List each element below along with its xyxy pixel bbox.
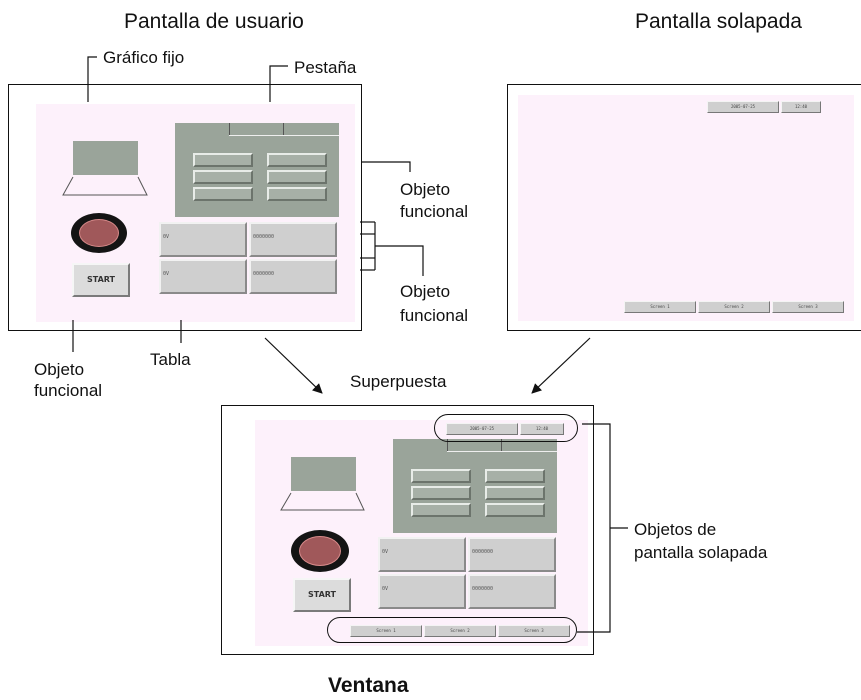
- time-display: 12:40: [520, 423, 564, 435]
- time-display: 12:40: [781, 101, 821, 113]
- start-button[interactable]: START: [72, 263, 130, 297]
- superposed-label: Superpuesta: [350, 372, 447, 391]
- user-screen-panel: START 0V 0000000 0V 0000000: [8, 84, 362, 331]
- monitor-stand-graphic: [62, 176, 148, 196]
- lamp-indicator: [291, 530, 349, 572]
- screen1-button[interactable]: Screen 1: [624, 301, 696, 313]
- functional-object-label-2b: funcional: [400, 306, 469, 325]
- screen2-button[interactable]: Screen 2: [424, 625, 496, 637]
- overlap-objects-label-b: pantalla solapada: [634, 543, 768, 562]
- table-cell-r2c1: 0V: [159, 259, 247, 294]
- fixed-graphic-label: Gráfico fijo: [103, 48, 185, 67]
- screen1-button[interactable]: Screen 1: [350, 625, 422, 637]
- tab-baseline: [447, 451, 557, 452]
- monitor-stand-graphic: [280, 492, 365, 511]
- switch-6[interactable]: [485, 503, 545, 517]
- user-screen-title: Pantalla de usuario: [124, 10, 304, 33]
- functional-object-label-2a: Objeto: [400, 282, 451, 301]
- switch-6[interactable]: [267, 187, 327, 201]
- monitor-graphic: [291, 457, 356, 491]
- overlap-screen-background: [518, 95, 854, 321]
- table-cell-r2c1: 0V: [378, 574, 466, 609]
- table-cell-r2c2: 0000000: [249, 259, 337, 294]
- lamp-inner: [299, 536, 341, 566]
- lamp-inner: [79, 219, 119, 247]
- tab-panel: [393, 439, 557, 533]
- switch-4[interactable]: [267, 170, 327, 184]
- tab-panel: [175, 123, 339, 217]
- table-cell-r1c1: 0V: [159, 222, 247, 257]
- functional-object-label-1a: Objeto: [400, 180, 451, 199]
- window-panel: START 0V 0000000 0V 0000000 2005-07-25 1…: [221, 405, 594, 655]
- switch-5[interactable]: [411, 503, 471, 517]
- overlap-highlight-bottom: [327, 617, 577, 643]
- overlap-screen-panel: 2005-07-25 12:40 Screen 1 Screen 2 Scree…: [507, 84, 861, 331]
- switch-2[interactable]: [485, 469, 545, 483]
- tab-divider: [283, 123, 284, 135]
- date-display: 2005-07-25: [707, 101, 779, 113]
- tab-label: Pestaña: [294, 58, 357, 77]
- lamp-indicator: [71, 213, 127, 253]
- monitor-graphic: [73, 141, 138, 175]
- switch-3[interactable]: [193, 170, 253, 184]
- tab-divider: [501, 439, 502, 451]
- functional-object-label-3b: funcional: [34, 381, 103, 400]
- overlap-screen-title: Pantalla solapada: [635, 10, 802, 33]
- screen2-button[interactable]: Screen 2: [698, 301, 770, 313]
- functional-object-label-3a: Objeto: [34, 360, 85, 379]
- table-cell-r1c2: 0000000: [249, 222, 337, 257]
- switch-2[interactable]: [267, 153, 327, 167]
- functional-object-label-1b: funcional: [400, 202, 469, 221]
- switch-4[interactable]: [485, 486, 545, 500]
- tab-baseline: [229, 135, 339, 136]
- tab-divider: [447, 439, 448, 451]
- date-display: 2005-07-25: [446, 423, 518, 435]
- switch-3[interactable]: [411, 486, 471, 500]
- table-cell-r1c2: 0000000: [468, 537, 556, 572]
- table-cell-r2c2: 0000000: [468, 574, 556, 609]
- start-button[interactable]: START: [293, 578, 351, 612]
- table-cell-r1c1: 0V: [378, 537, 466, 572]
- tab-divider: [229, 123, 230, 135]
- window-title: Ventana: [328, 674, 409, 697]
- screen3-button[interactable]: Screen 3: [772, 301, 844, 313]
- table-label: Tabla: [150, 350, 191, 369]
- switch-1[interactable]: [193, 153, 253, 167]
- overlap-objects-label-a: Objetos de: [634, 520, 717, 539]
- switch-5[interactable]: [193, 187, 253, 201]
- overlap-highlight-top: [434, 414, 578, 442]
- switch-1[interactable]: [411, 469, 471, 483]
